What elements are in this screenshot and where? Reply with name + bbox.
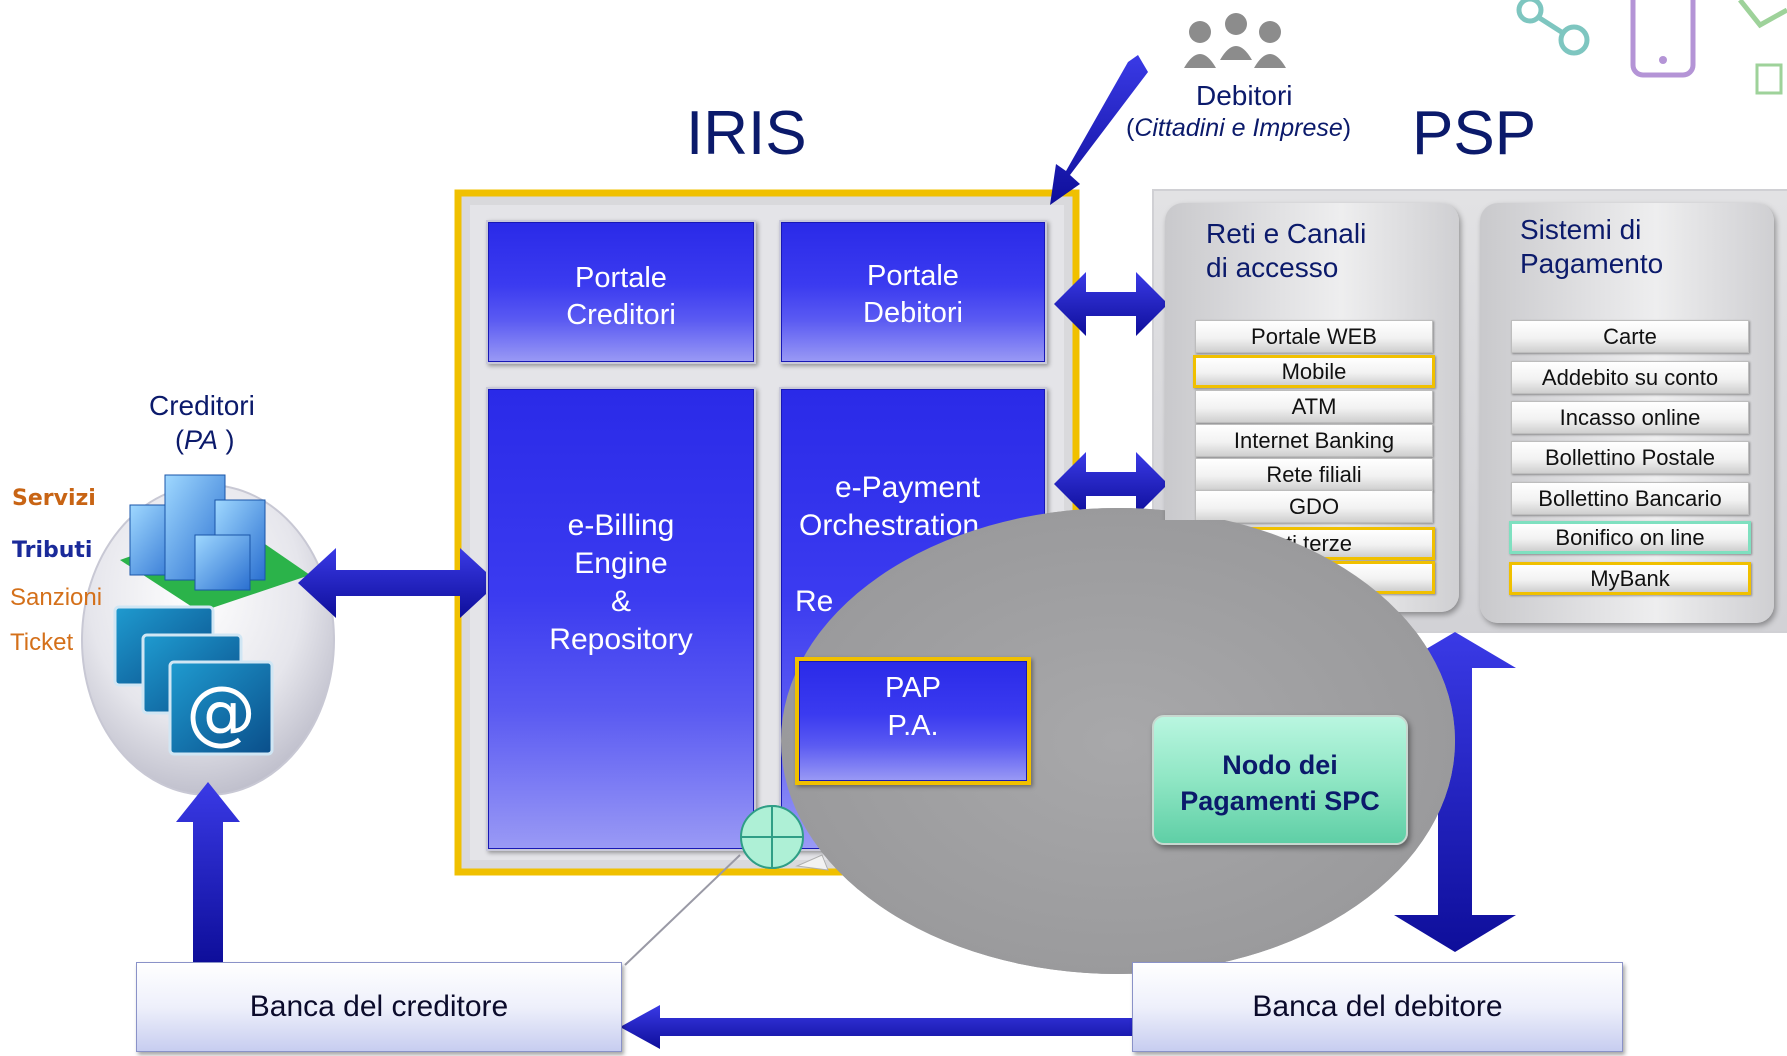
channel-portale-web[interactable]: Portale WEB — [1195, 320, 1433, 353]
creditori-sub-text: PA — [184, 425, 219, 455]
reti-title-line1: Reti e Canali — [1206, 218, 1367, 249]
portale-psp-arrow — [1054, 272, 1168, 336]
debitori-sub-text: Cittadini e Imprese — [1134, 114, 1343, 142]
psp-title: PSP — [1412, 99, 1537, 168]
at-mail-icons: @ — [113, 605, 274, 756]
portale-creditori-line2: Creditori — [566, 299, 676, 331]
decor-icons — [1516, 0, 1787, 95]
pap-line1: PAP — [885, 672, 941, 704]
banca-creditore-box[interactable]: Banca del creditore — [136, 962, 622, 1052]
creditori-label: Creditori — [149, 390, 255, 421]
pay-bollettino-bancario[interactable]: Bollettino Bancario — [1511, 482, 1749, 515]
portale-creditori-line1: Portale — [575, 262, 667, 294]
creditori-iris-arrow — [298, 548, 498, 618]
channel-terze[interactable]: ti terze — [1193, 527, 1435, 560]
portale-debitori-line1: Portale — [867, 260, 959, 292]
side-item-sanzioni: Sanzioni — [10, 584, 103, 611]
pap-box[interactable]: PAP P.A. — [795, 657, 1031, 785]
ebilling-line4: Repository — [549, 623, 693, 656]
pay-bollettino-postale[interactable]: Bollettino Postale — [1511, 441, 1749, 474]
debitori-label: Debitori — [1196, 80, 1293, 111]
nodo-pagamenti-box[interactable]: Nodo dei Pagamenti SPC — [1152, 715, 1408, 845]
channel-altri[interactable]: i — [1193, 561, 1435, 594]
pap-line2: P.A. — [887, 710, 939, 742]
connector-line — [624, 854, 741, 966]
debitori-arrow — [1050, 55, 1148, 205]
banca-debitore-box[interactable]: Banca del debitore — [1132, 962, 1623, 1052]
channel-gdo[interactable]: GDO — [1195, 490, 1433, 523]
creditori-sub: (PA ) — [175, 425, 235, 456]
buildings-icon — [120, 474, 310, 612]
channel-mobile[interactable]: Mobile — [1193, 355, 1435, 388]
ebilling-line3: & — [610, 585, 631, 618]
nodo-line2: Pagamenti SPC — [1180, 786, 1380, 816]
pay-incasso-online[interactable]: Incasso online — [1511, 401, 1749, 434]
epayment-line1: e-Payment — [835, 471, 981, 504]
people-icon — [1184, 13, 1286, 68]
side-item-ticket: Ticket — [10, 629, 74, 656]
epayment-psp-arrow — [1054, 452, 1168, 516]
sistemi-title-line2: Pagamento — [1520, 248, 1664, 279]
side-item-servizi: Servizi — [12, 486, 96, 511]
sistemi-pagamento-title: Sistemi di Pagamento — [1520, 213, 1663, 281]
nodo-line1: Nodo dei — [1222, 750, 1338, 780]
epayment-line4: Re — [795, 585, 834, 618]
debitori-paren-close: ) — [1342, 114, 1352, 142]
reti-title-line2: di accesso — [1206, 252, 1339, 283]
psp-banca-debitore-arrow — [1394, 632, 1516, 952]
channel-internet-banking[interactable]: Internet Banking — [1195, 424, 1433, 457]
reti-canali-title: Reti e Canali di accesso — [1206, 217, 1366, 285]
ebilling-line1: e-Billing — [567, 509, 675, 542]
debitori-sub: (Cittadini e Imprese) — [1126, 114, 1351, 143]
epayment-line2: Orchestration — [799, 509, 980, 542]
pay-bonifico[interactable]: Bonifico on line — [1509, 521, 1751, 554]
portale-creditori-box[interactable]: Portale Creditori — [486, 220, 756, 364]
ebilling-box[interactable]: e-Billing Engine & Repository — [486, 387, 756, 851]
channel-rete-filiali[interactable]: Rete filiali — [1195, 458, 1433, 491]
creditori-paren-open: ( — [175, 425, 184, 455]
banca-creditore-up-arrow — [176, 782, 240, 962]
sistemi-title-line1: Sistemi di — [1520, 214, 1642, 245]
portale-debitori-box[interactable]: Portale Debitori — [779, 220, 1047, 364]
debitore-creditore-arrow — [620, 1005, 1132, 1049]
pay-mybank[interactable]: MyBank — [1509, 562, 1751, 595]
channel-atm[interactable]: ATM — [1195, 390, 1433, 423]
debitori-paren-open: ( — [1126, 114, 1135, 142]
iris-title: IRIS — [686, 99, 807, 168]
svg-text:@: @ — [186, 671, 256, 753]
epayment-line3: & — [929, 547, 950, 580]
ebilling-line2: Engine — [574, 547, 668, 580]
pay-addebito[interactable]: Addebito su conto — [1511, 361, 1749, 394]
pay-carte[interactable]: Carte — [1511, 320, 1749, 353]
creditori-paren-close: ) — [218, 425, 235, 455]
portale-debitori-line2: Debitori — [863, 297, 963, 329]
side-item-tributi: Tributi — [12, 538, 93, 563]
